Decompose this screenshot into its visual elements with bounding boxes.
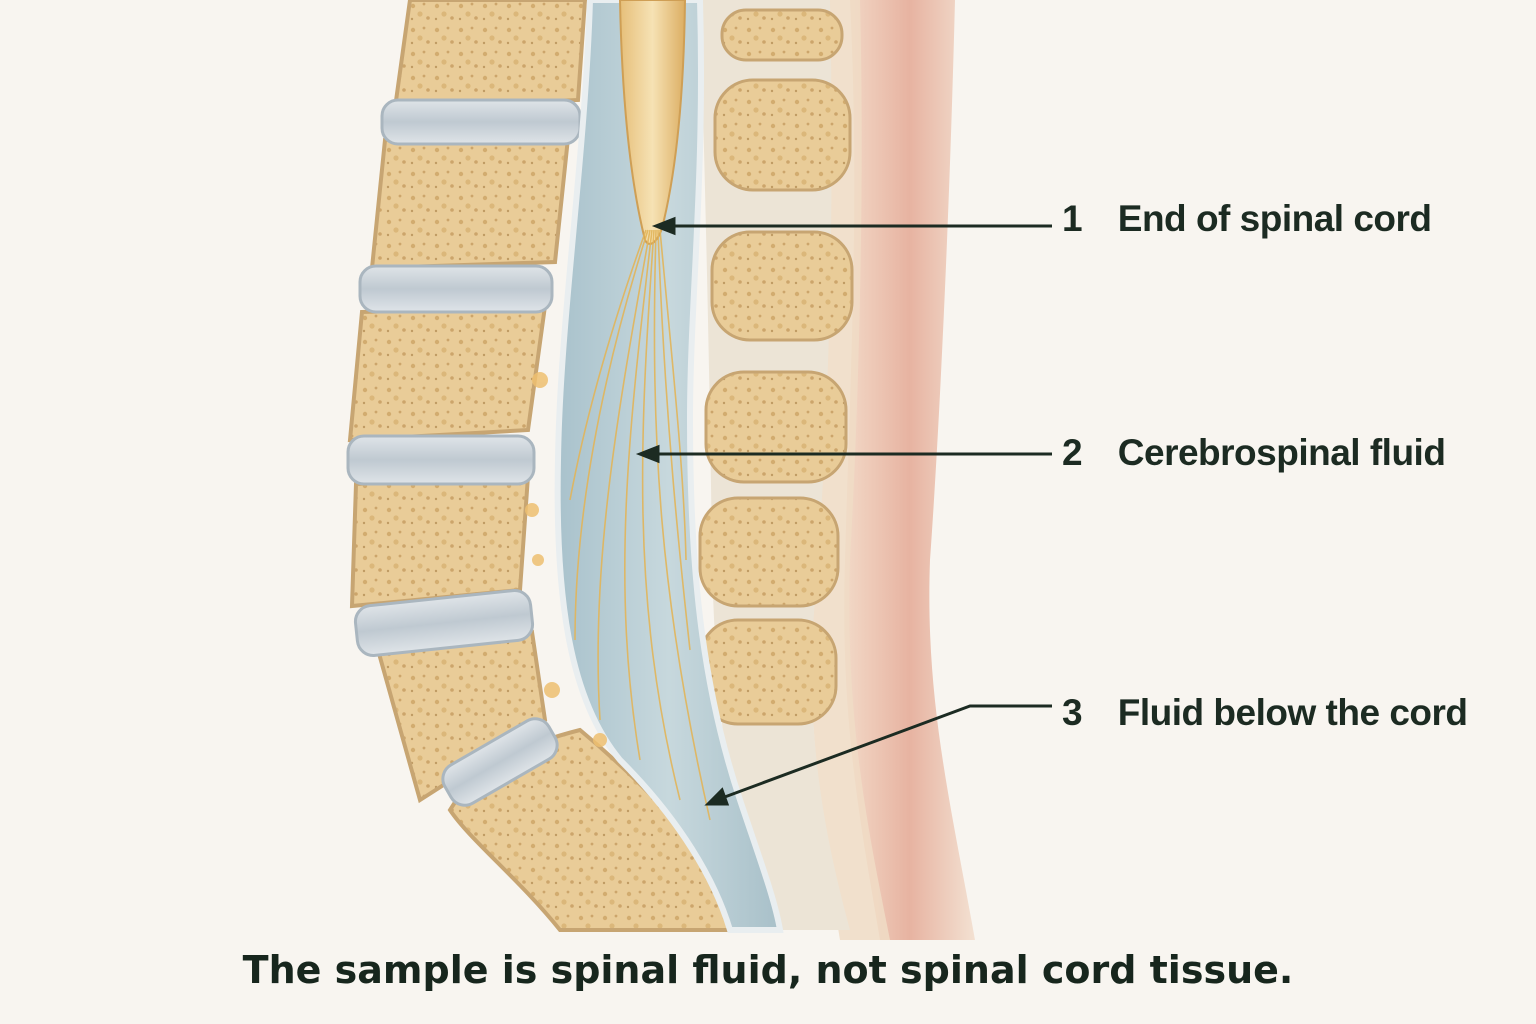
callout-text: Cerebrospinal fluid xyxy=(1117,432,1446,473)
arrowhead-2 xyxy=(635,444,660,464)
callout-label-end-of-spinal-cord: 1 End of spinal cord xyxy=(1062,198,1432,240)
skin-layer xyxy=(844,0,975,940)
callout-number: 3 xyxy=(1062,692,1083,733)
arrowhead-3 xyxy=(704,787,730,806)
callout-number: 2 xyxy=(1062,432,1083,473)
csf-sac xyxy=(554,0,784,933)
leader-lines xyxy=(635,216,1052,806)
callout-label-fluid-below-cord: 3 Fluid below the cord xyxy=(1062,692,1468,734)
epidural-fat xyxy=(525,372,607,747)
arrowhead-1 xyxy=(651,216,676,236)
leader-line-3 xyxy=(721,704,1052,800)
vertebral-bodies xyxy=(347,0,764,932)
caption: The sample is spinal fluid, not spinal c… xyxy=(242,948,1294,992)
callout-number: 1 xyxy=(1062,198,1083,239)
callout-text: End of spinal cord xyxy=(1117,198,1432,239)
callout-label-cerebrospinal-fluid: 2 Cerebrospinal fluid xyxy=(1062,432,1446,474)
callout-text: Fluid below the cord xyxy=(1117,692,1468,733)
spinal-cord xyxy=(618,0,687,245)
cauda-equina xyxy=(569,229,711,821)
